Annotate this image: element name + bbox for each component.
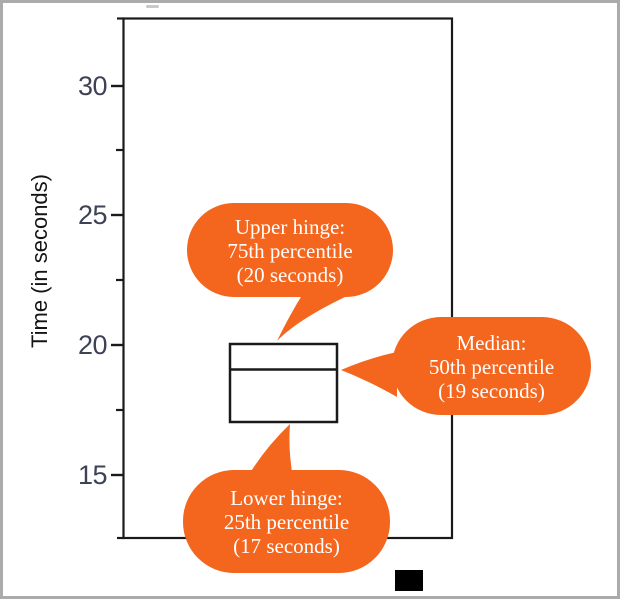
median-callout-tail-icon xyxy=(341,352,397,397)
y-axis-label: Time (in seconds) xyxy=(27,174,52,349)
callout-median-line3: (19 seconds) xyxy=(438,379,545,403)
callout-upper-line3: (20 seconds) xyxy=(236,263,344,287)
callout-lower-hinge: Lower hinge: 25th percentile (17 seconds… xyxy=(183,470,390,573)
lower-callout-tail-icon xyxy=(247,424,293,478)
y-tick-label-25: 25 xyxy=(77,200,108,230)
y-tick-label-15: 15 xyxy=(77,460,108,490)
callout-upper-line1: Upper hinge: xyxy=(234,215,346,239)
cropped-element-dash xyxy=(146,5,159,8)
callout-upper-hinge: Upper hinge: 75th percentile (20 seconds… xyxy=(187,203,393,297)
upper-callout-tail-icon xyxy=(277,290,360,341)
callout-median-line2: 50th percentile xyxy=(428,355,555,379)
callout-upper-line2: 75th percentile xyxy=(227,239,353,263)
y-tick-label-30: 30 xyxy=(77,71,108,101)
boxplot-box xyxy=(228,342,339,424)
callout-median-line1: Median: xyxy=(456,331,527,355)
callout-lower-line1: Lower hinge: xyxy=(230,486,343,510)
black-square-marker xyxy=(395,570,423,591)
callout-median: Median: 50th percentile (19 seconds) xyxy=(392,317,591,415)
y-tick-label-20: 20 xyxy=(77,330,108,360)
callout-lower-line2: 25th percentile xyxy=(223,510,350,534)
callout-lower-line3: (17 seconds) xyxy=(233,534,340,558)
